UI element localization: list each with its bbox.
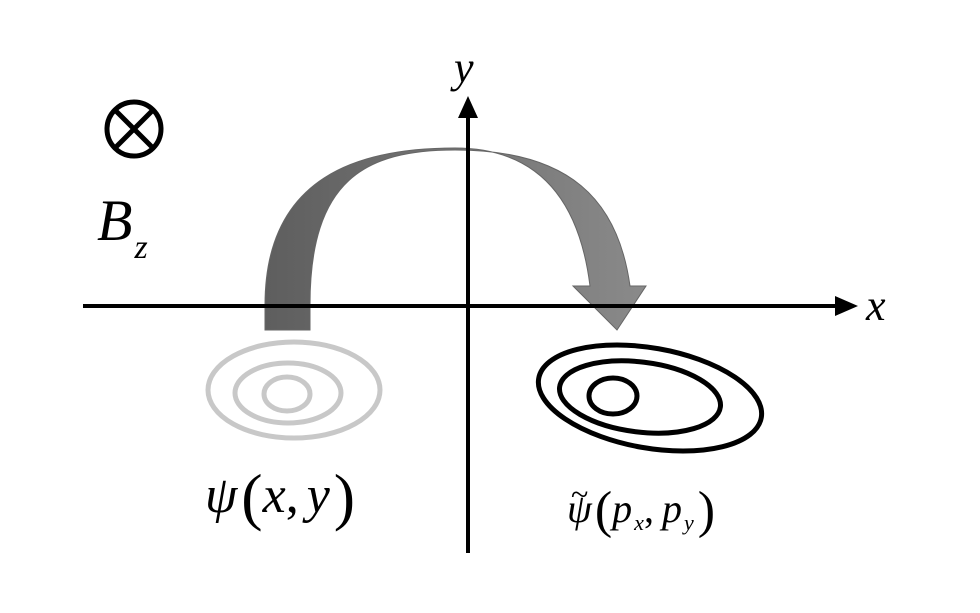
- field-label: Bz: [97, 188, 148, 266]
- y-axis-arrowhead: [458, 96, 478, 118]
- momentum-wavefunction-tilde: ~: [571, 476, 588, 512]
- position-wavefunction-contours: [205, 339, 383, 441]
- x-axis-label: x: [865, 281, 886, 330]
- momentum-wavefunction-label: ψ(px,py): [567, 482, 715, 539]
- y-axis-label: y: [450, 43, 474, 92]
- x-axis-arrowhead: [835, 296, 858, 316]
- field-into-page-icon: [104, 99, 164, 159]
- position-wavefunction-label: ψ(x,y): [205, 461, 355, 532]
- transform-arrow: [264, 147, 647, 331]
- momentum-wavefunction-contours: [535, 342, 765, 454]
